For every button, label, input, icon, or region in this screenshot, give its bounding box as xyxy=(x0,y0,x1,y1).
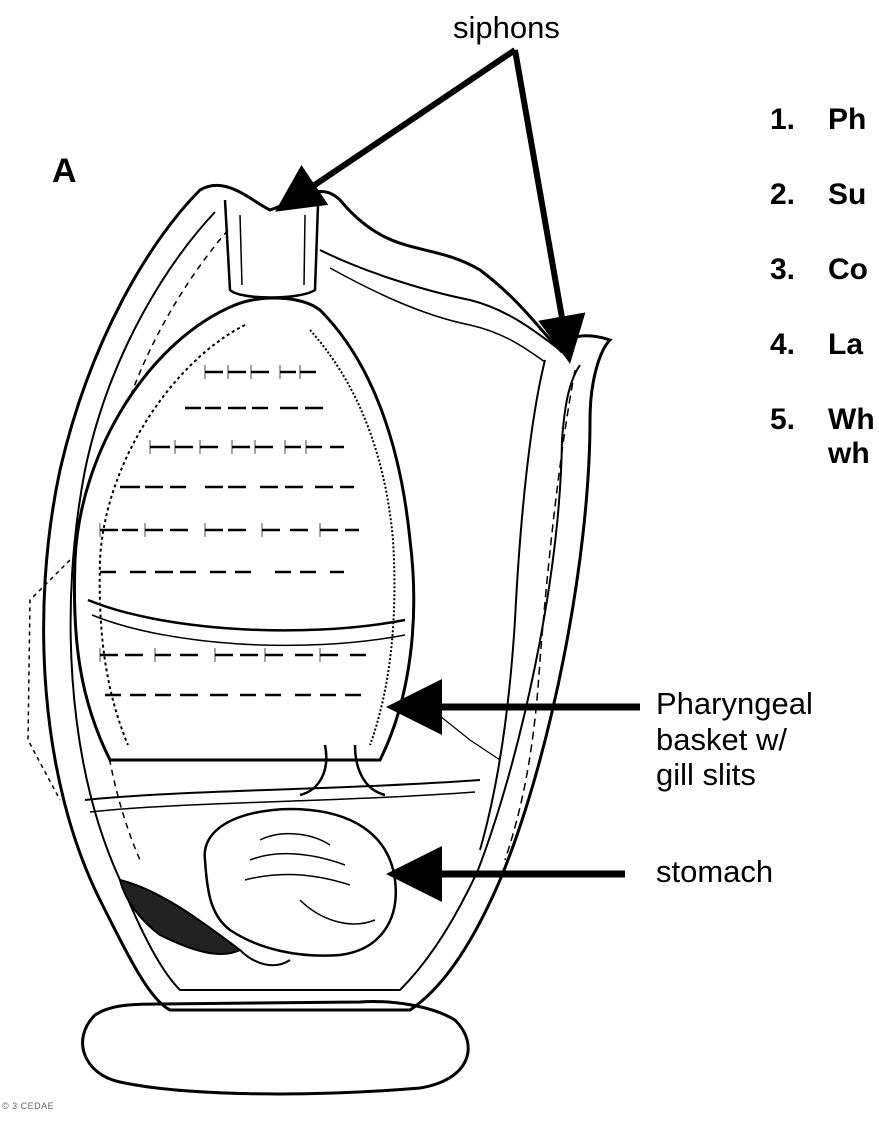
stomach-organ xyxy=(205,809,396,956)
question-2-number: 2. xyxy=(770,178,828,212)
question-4: 4.La xyxy=(770,328,863,362)
pharyngeal-label-line-1: Pharyngeal xyxy=(656,686,813,722)
question-3: 3.Co xyxy=(770,253,868,287)
question-1-number: 1. xyxy=(770,103,828,137)
question-4-number: 4. xyxy=(770,328,828,362)
question-5-text: Wh xyxy=(828,403,875,437)
question-5-number: 5. xyxy=(770,403,828,437)
question-1-text: Ph xyxy=(828,103,866,137)
question-5-continuation: wh xyxy=(770,437,875,471)
foot-blob xyxy=(83,1002,469,1094)
question-1: 1.Ph xyxy=(770,103,866,137)
stomach-label: stomach xyxy=(656,854,773,890)
pharyngeal-label-line-2: basket w/ xyxy=(656,722,813,758)
pharyngeal-label: Pharyngeal basket w/ gill slits xyxy=(656,686,813,793)
image-credit: © 3 CEDAE xyxy=(2,1101,54,1111)
siphon-arrow-left xyxy=(285,50,515,205)
question-5: 5.Wh wh xyxy=(770,403,875,471)
question-2-text: Su xyxy=(828,178,866,212)
siphons-label: siphons xyxy=(453,10,560,46)
question-4-text: La xyxy=(828,328,863,362)
question-3-text: Co xyxy=(828,253,868,287)
question-3-number: 3. xyxy=(770,253,828,287)
panel-letter: A xyxy=(52,152,77,191)
question-2: 2.Su xyxy=(770,178,866,212)
pharyngeal-label-line-3: gill slits xyxy=(656,757,813,793)
